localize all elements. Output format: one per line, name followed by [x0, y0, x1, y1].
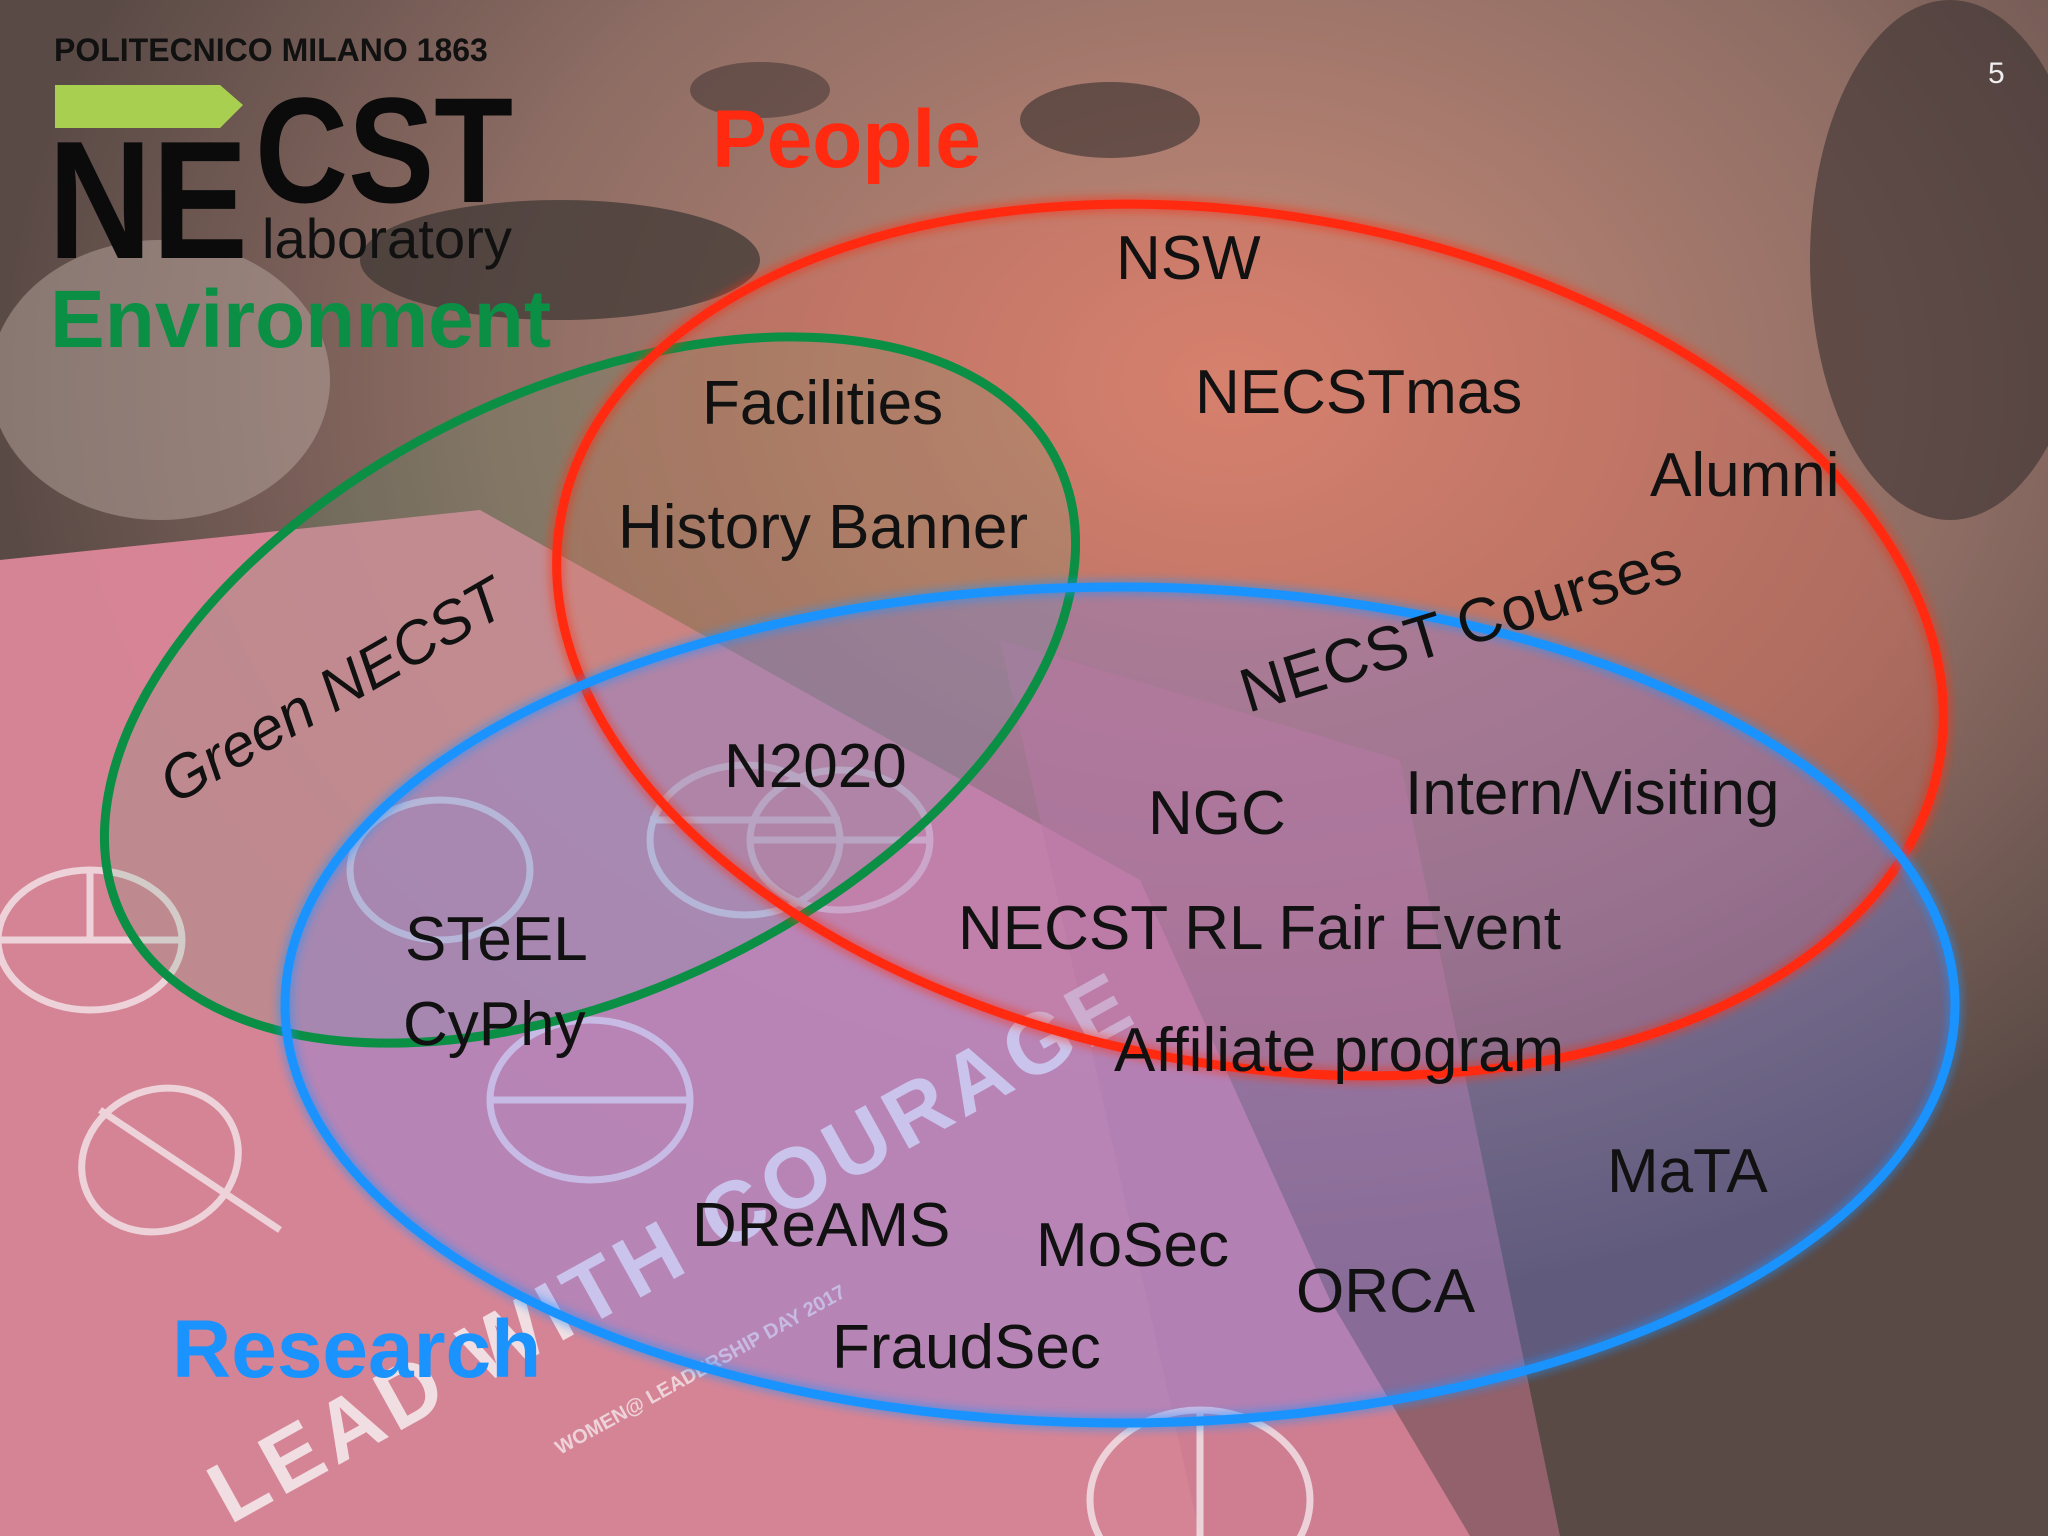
category-people: People [712, 94, 981, 185]
label-steel: STeEL [405, 905, 588, 974]
label-history-banner: History Banner [618, 493, 1029, 562]
label-cyphy: CyPhy [403, 990, 586, 1059]
logo-subtitle: laboratory [262, 207, 512, 270]
logo-letters-cst: CST [255, 66, 513, 234]
logo-letters-ne: NE [48, 106, 248, 294]
venn-fills [104, 204, 1955, 1423]
necst-logo: POLITECNICO MILANO 1863 NE CST laborator… [48, 32, 513, 294]
label-necstmas: NECSTmas [1195, 358, 1523, 427]
label-fraudsec: FraudSec [832, 1313, 1101, 1382]
eye-left [1020, 82, 1200, 158]
people-ellipse [552, 199, 1948, 1081]
hand [0, 240, 330, 520]
logo-green-arrow [55, 85, 243, 128]
label-dreams: DReAMS [692, 1191, 951, 1260]
label-affiliate-program: Affiliate program [1114, 1016, 1565, 1085]
label-mata: MaTA [1607, 1137, 1768, 1206]
category-environment: Environment [50, 274, 552, 365]
institution-name: POLITECNICO MILANO 1863 [54, 32, 488, 68]
research-ellipse [280, 582, 1960, 1428]
hair-shadow [360, 200, 760, 320]
label-orca: ORCA [1296, 1257, 1476, 1326]
label-mosec: MoSec [1036, 1211, 1229, 1280]
book-cover [0, 510, 1470, 1536]
label-n2020: N2020 [724, 732, 907, 801]
label-intern-visiting: Intern/Visiting [1405, 759, 1780, 828]
page-number: 5 [1988, 57, 2005, 90]
category-research: Research [172, 1304, 542, 1395]
venn-outlines [99, 196, 1963, 1431]
label-alumni: Alumni [1650, 441, 1840, 510]
hair-right [1810, 0, 2048, 520]
label-nsw: NSW [1116, 224, 1261, 293]
label-necst-rl-fair-event: NECST RL Fair Event [958, 894, 1561, 963]
label-ngc: NGC [1148, 779, 1286, 848]
eye-right [690, 62, 830, 118]
label-facilities: Facilities [702, 369, 944, 438]
environment-ellipse [99, 332, 1081, 1048]
